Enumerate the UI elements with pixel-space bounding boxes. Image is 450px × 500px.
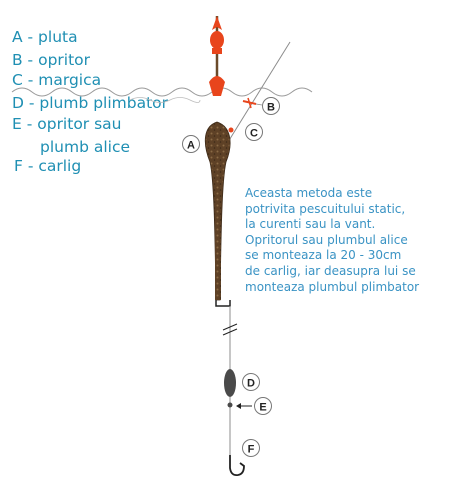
- line-break-mark: [222, 323, 238, 331]
- float-top-bead: [210, 31, 224, 49]
- legend-item-e-continued: plumb alice: [40, 138, 131, 156]
- split-shot-e: [227, 402, 233, 408]
- description-line: monteaza plumbul plimbator: [245, 279, 420, 294]
- callout-f: F: [242, 439, 260, 457]
- description-line: la curenti sau la vant.: [245, 217, 376, 232]
- main-line: [227, 41, 291, 143]
- water-surface-ripple: [129, 97, 201, 103]
- float-stem: [215, 160, 221, 300]
- legend-item-b: B - opritor: [12, 51, 91, 69]
- description-line: Aceasta metoda este: [245, 186, 373, 200]
- callout-d: D: [242, 373, 260, 391]
- callout-e: E: [254, 397, 272, 415]
- line-break-mark: [222, 328, 238, 336]
- float-bottom-eye: [215, 300, 231, 307]
- callout-c: C: [245, 123, 263, 141]
- callout-b: B: [262, 97, 280, 115]
- callout-a-label: A: [187, 140, 195, 152]
- callout-e-label: E: [259, 402, 266, 414]
- description-line: potrivita pescuitului static,: [245, 201, 406, 216]
- legend-item-f: F - carlig: [14, 157, 82, 175]
- method-description: Aceasta metoda este potrivita pescuitulu…: [245, 186, 450, 295]
- float-collar: [212, 48, 222, 54]
- callout-f-label: F: [248, 444, 255, 456]
- stopper-b-tick: [247, 97, 252, 109]
- description-line: Opritorul sau plumbul alice: [245, 232, 408, 247]
- callout-d-label: D: [247, 378, 255, 390]
- bead-c: [228, 127, 234, 133]
- float-tip-icon: [212, 16, 222, 30]
- legend-item-c: C - margica: [12, 71, 102, 89]
- water-surface: [11, 87, 313, 97]
- callout-b-label: B: [267, 102, 275, 114]
- legend-item-a: A - pluta: [12, 28, 78, 46]
- legend: A - pluta B - opritor C - margica D - pl…: [0, 0, 210, 190]
- float-sight-icon: [209, 76, 225, 96]
- callout-a: A: [182, 135, 200, 153]
- callout-b-leader: [255, 103, 263, 106]
- description-line: se monteaza la 20 - 30cm: [245, 248, 402, 263]
- description-line: de carlig, iar deasupra lui se: [245, 263, 416, 278]
- legend-item-e: E - opritor sau: [12, 115, 122, 133]
- arrow-e-head-icon: [236, 403, 241, 409]
- callout-c-label: C: [250, 128, 258, 140]
- hook-f-icon: [229, 455, 245, 477]
- legend-item-d: D - plumb plimbator: [12, 94, 169, 112]
- sliding-lead-d: [224, 369, 236, 397]
